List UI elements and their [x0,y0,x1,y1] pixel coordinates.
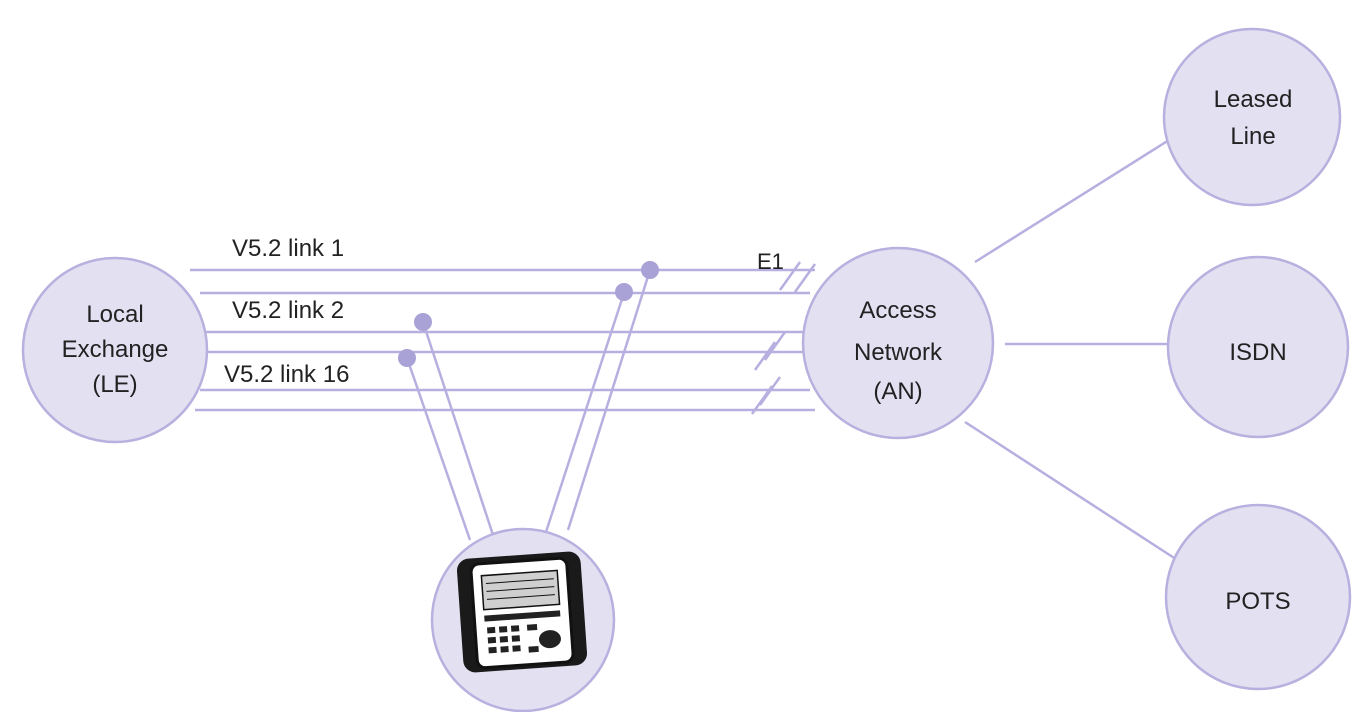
access-network-label-line2: Network [854,339,943,366]
leased-line-node: Leased Line [1162,27,1342,207]
tap-point [615,283,633,301]
local-exchange-label-line1: Local [86,301,143,328]
tap-point [641,261,659,279]
handheld-protocol-tester-icon [456,551,588,673]
link-2-label: V5.2 link 2 [232,297,344,324]
leased-line-label-line2: Line [1230,123,1275,150]
tap-point [414,313,432,331]
local-exchange-label-line3: (LE) [92,371,137,398]
monitor-lead-4 [405,357,472,541]
monitor-lead-3 [421,321,495,536]
access-network-label-line3: (AN) [873,378,922,405]
local-exchange-node: Local Exchange (LE) [21,256,209,444]
connector-an-pots [964,420,1186,567]
tester-node [430,527,616,712]
monitor-leads [405,269,652,541]
access-network-node: Access Network (AN) [801,246,995,440]
e1-trunk-lines [190,268,815,412]
isdn-label: ISDN [1229,339,1286,366]
pots-node: POTS [1164,503,1352,691]
connector-an-leased-line [974,128,1186,264]
tap-point [398,349,416,367]
isdn-node: ISDN [1166,255,1350,439]
leased-line-label-line1: Leased [1214,86,1293,113]
monitor-lead-1 [566,269,652,531]
link-16-label: V5.2 link 16 [224,361,349,388]
e1-slash-marks [750,261,817,415]
monitor-lead-2 [543,292,626,536]
access-network-label-line1: Access [859,297,936,324]
pots-label: POTS [1225,588,1290,615]
link-1-label: V5.2 link 1 [232,235,344,262]
local-exchange-label-line2: Exchange [62,336,169,363]
e1-label: E1 [757,249,784,274]
